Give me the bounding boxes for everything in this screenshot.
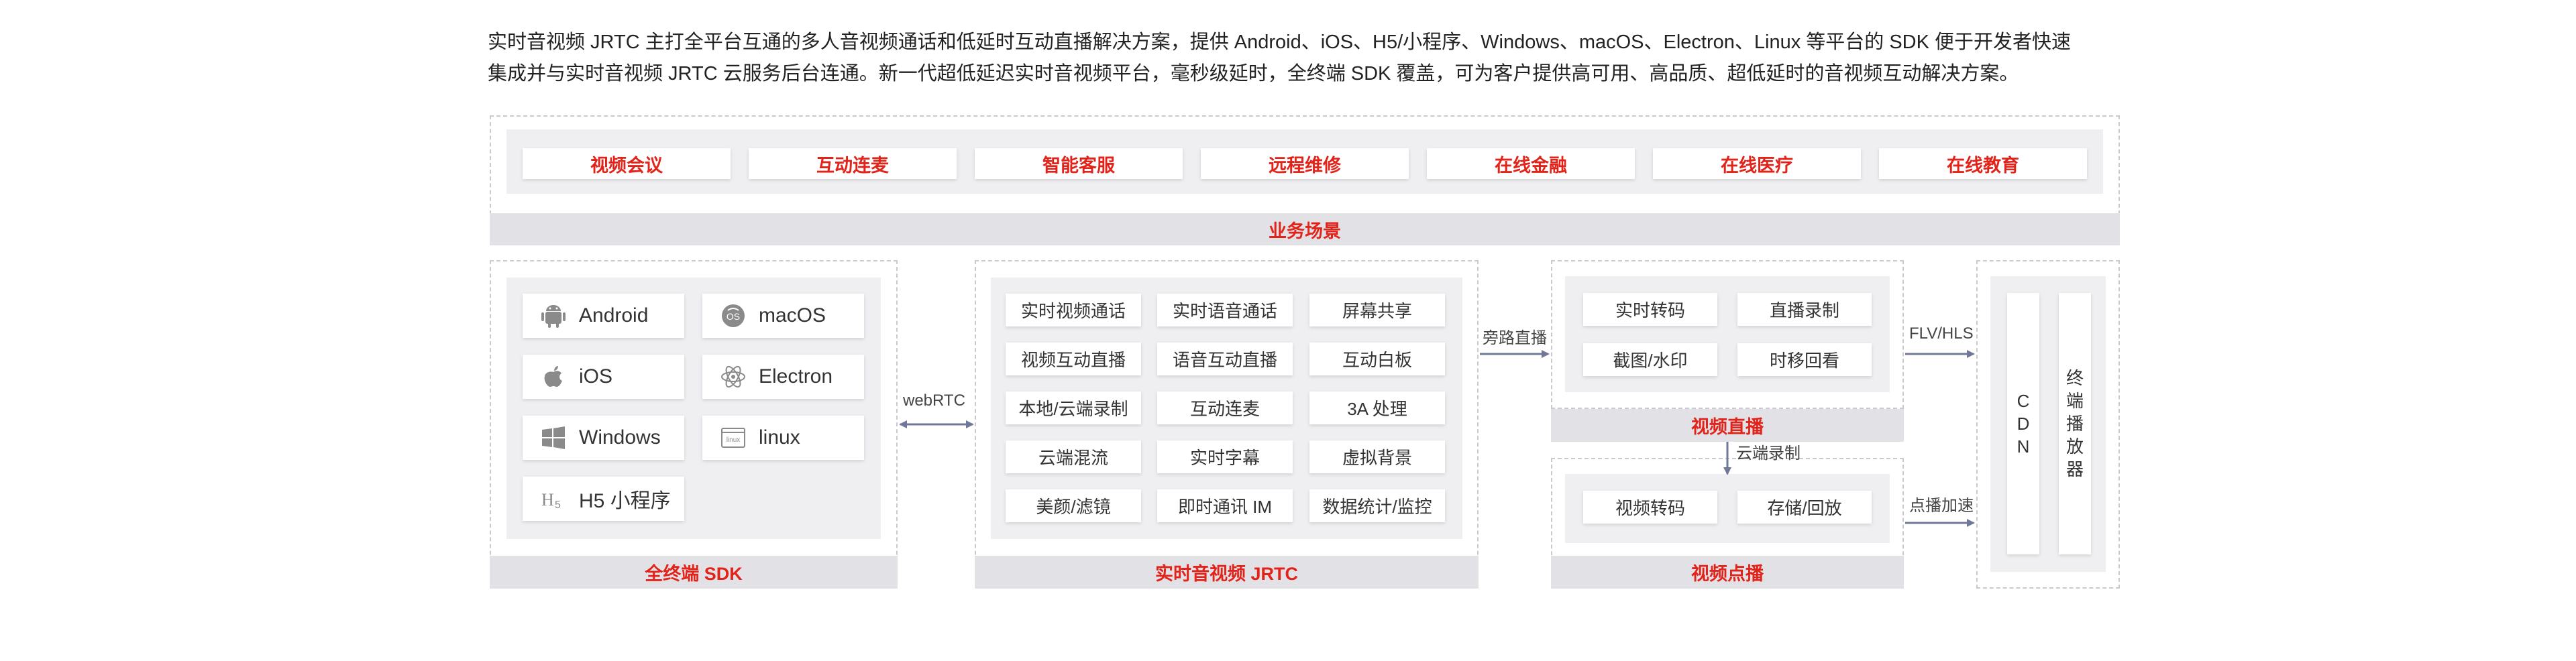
intro-line-1: 实时音视频 JRTC 主打全平台互通的多人音视频通话和低延时互动直播解决方案，提… <box>488 32 2072 53</box>
sdk-item-label: H5 小程序 <box>579 490 671 512</box>
scenario-card: 在线医疗 <box>1653 148 1861 179</box>
sdk-item-macos: OS macOS <box>702 294 864 338</box>
live-item: 直播录制 <box>1737 293 1872 326</box>
jrtc-feature: 屏幕共享 <box>1309 294 1445 326</box>
sdk-item-label: Windows <box>579 426 661 448</box>
live-item: 时移回看 <box>1737 343 1872 376</box>
player-char: 放 <box>2065 436 2084 457</box>
player-char: 终 <box>2065 368 2084 388</box>
jrtc-feature: 即时通讯 IM <box>1157 489 1293 522</box>
sdk-title: 全终端 SDK <box>490 556 898 589</box>
sdk-item-electron: Electron <box>702 355 864 399</box>
svg-text:H: H <box>541 490 554 509</box>
sdk-item-label: Electron <box>759 365 833 387</box>
vod-item: 存储/回放 <box>1737 491 1872 524</box>
jrtc-feature: 互动连麦 <box>1157 392 1293 424</box>
scenario-card: 在线教育 <box>1879 148 2087 179</box>
sdk-item-linux: linux linux <box>702 416 864 460</box>
scenario-card: 在线金融 <box>1427 148 1635 179</box>
apple-icon <box>539 362 568 392</box>
vod-item: 视频转码 <box>1583 491 1717 524</box>
jrtc-feature: 实时字幕 <box>1157 440 1293 473</box>
jrtc-feature: 数据统计/监控 <box>1309 489 1445 522</box>
intro-line-2: 集成并与实时音视频 JRTC 云服务后台连通。新一代超低延迟实时音视频平台，毫秒… <box>488 63 2019 84</box>
sdk-item-ios: iOS <box>523 355 684 399</box>
windows-icon <box>539 423 568 453</box>
jrtc-feature: 实时视频通话 <box>1006 294 1141 326</box>
scenario-card: 视频会议 <box>523 148 731 179</box>
jrtc-feature: 云端混流 <box>1006 440 1141 473</box>
android-icon <box>539 301 568 330</box>
jrtc-feature: 视频互动直播 <box>1006 343 1141 375</box>
accelerate-label: 点播加速 <box>1909 497 1974 515</box>
sdk-item-label: iOS <box>579 365 613 387</box>
cdn-char: D <box>2017 414 2030 434</box>
jrtc-feature: 本地/云端录制 <box>1006 392 1141 424</box>
vod-title: 视频点播 <box>1551 556 1904 589</box>
webrtc-label: webRTC <box>903 392 965 410</box>
sdk-item-android: Android <box>523 294 684 338</box>
jrtc-feature: 美颜/滤镜 <box>1006 489 1141 522</box>
player-char: 器 <box>2065 459 2084 479</box>
jrtc-title: 实时音视频 JRTC <box>975 556 1479 589</box>
jrtc-feature: 虚拟背景 <box>1309 440 1445 473</box>
cdn-card: C D N <box>2007 293 2039 554</box>
live-item: 实时转码 <box>1583 293 1717 326</box>
sdk-item-windows: Windows <box>523 416 684 460</box>
jrtc-feature: 3A 处理 <box>1309 392 1445 424</box>
live-frame <box>1551 260 1904 409</box>
live-title: 视频直播 <box>1551 409 1904 442</box>
cdn-char: N <box>2017 436 2030 457</box>
intro-text: 实时音视频 JRTC 主打全平台互通的多人音视频通话和低延时互动直播解决方案，提… <box>488 27 2118 90</box>
flv-label: FLV/HLS <box>1909 324 1974 343</box>
linux-icon: linux <box>718 423 748 453</box>
svg-text:5: 5 <box>555 499 561 511</box>
cdn-char: C <box>2017 391 2030 411</box>
player-char: 端 <box>2065 391 2084 411</box>
player-card: 终 端 播 放 器 <box>2059 293 2091 554</box>
scenario-card: 互动连麦 <box>749 148 957 179</box>
svg-text:OS: OS <box>727 311 740 322</box>
live-item: 截图/水印 <box>1583 343 1717 376</box>
svg-text:linux: linux <box>727 436 741 444</box>
sdk-item-label: Android <box>579 304 649 326</box>
electron-icon <box>718 362 748 392</box>
jrtc-feature: 语音互动直播 <box>1157 343 1293 375</box>
player-char: 播 <box>2065 414 2084 434</box>
scenario-card: 远程维修 <box>1201 148 1409 179</box>
scenarios-title: 业务场景 <box>490 213 2120 245</box>
macos-icon: OS <box>718 301 748 330</box>
cloud-record-label: 云端录制 <box>1736 444 1801 463</box>
delivery-frame <box>1976 260 2120 589</box>
jrtc-feature: 互动白板 <box>1309 343 1445 375</box>
bypass-label: 旁路直播 <box>1483 329 1547 347</box>
scenario-card: 智能客服 <box>975 148 1183 179</box>
sdk-item-label: macOS <box>759 304 826 326</box>
sdk-item-label: linux <box>759 426 800 448</box>
jrtc-feature: 实时语音通话 <box>1157 294 1293 326</box>
